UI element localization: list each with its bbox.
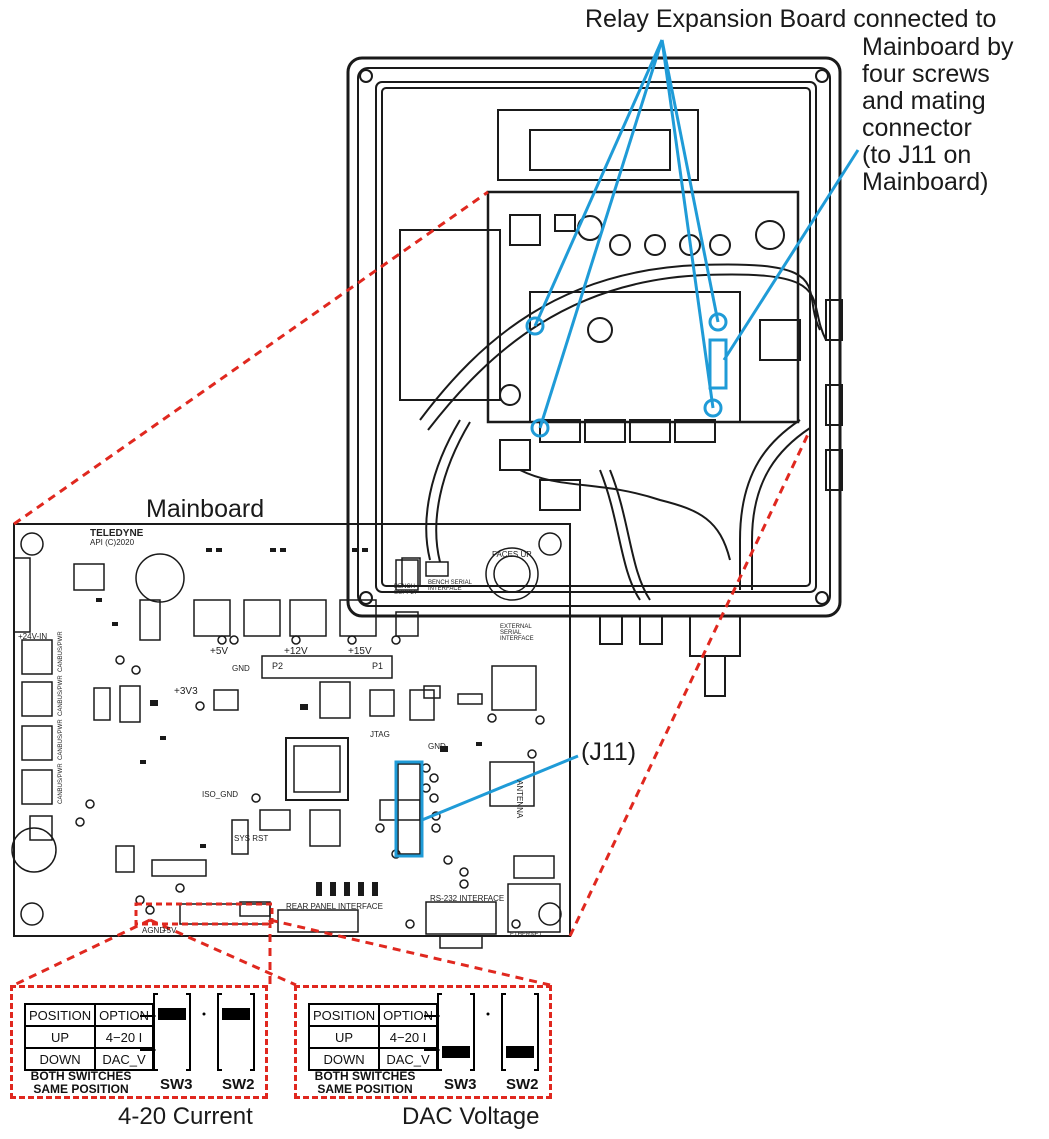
caption-4-20-current: 4-20 Current <box>118 1103 253 1130</box>
canbus-label-3: CANBUS/PWR <box>58 719 64 760</box>
relay-expansion-callout: Relay Expansion Board connected to <box>585 5 997 33</box>
switch-note-voltage: BOTH SWITCHES SAME POSITION <box>314 1069 416 1096</box>
bench-supply-label: BENCH SUPPLY <box>394 584 418 596</box>
rail-5v-label: +5V <box>210 646 229 657</box>
external-serial-label: EXTERNAL SERIAL INTERFACE <box>500 624 534 642</box>
bench-serial-label: BENCH SERIAL INTERFACE <box>428 580 472 592</box>
sw2-label-current: SW2 <box>222 1076 255 1093</box>
board-brand: TELEDYNE <box>90 528 144 539</box>
row-down-position: DOWN <box>307 1047 381 1071</box>
sw3-label-voltage: SW3 <box>444 1076 477 1093</box>
mainboard-title: Mainboard <box>146 495 265 523</box>
caption-dac-voltage: DAC Voltage <box>402 1103 540 1130</box>
switch-graphic-voltage <box>424 993 539 1071</box>
sys-rst-label: SYS RST <box>234 834 269 843</box>
rail-3v3-label: +3V3 <box>174 686 198 697</box>
antenna-label: ANTENNA <box>515 780 524 819</box>
callout-lines <box>394 39 860 858</box>
mainboard-drawing <box>11 523 571 949</box>
gnd-right-label: GND <box>428 742 446 751</box>
rail-12v-label: +12V <box>284 646 308 657</box>
row-down-position: DOWN <box>23 1047 97 1071</box>
enclosure-drawing <box>346 56 843 697</box>
header-position: POSITION <box>307 1003 381 1027</box>
sw3-handle-up <box>158 1008 186 1020</box>
rs232-label: RS-232 INTERFACE <box>430 894 505 903</box>
row-up-option: 4−20 I <box>378 1025 438 1049</box>
canbus-label-4: CANBUS/PWR <box>58 763 64 804</box>
rail-15v-label: +15V <box>348 646 372 657</box>
canbus-label-1: CANBUS/PWR <box>58 631 64 672</box>
sw2-handle-up <box>222 1008 250 1020</box>
gnd-label: GND <box>232 664 250 673</box>
jtag-label: JTAG <box>370 730 390 739</box>
header-position: POSITION <box>23 1003 97 1027</box>
faces-up-label: FACES UP <box>492 550 532 559</box>
power-in-label: +24V-IN <box>18 632 48 641</box>
sw2-handle-down <box>506 1046 534 1058</box>
switch-panel-voltage <box>294 985 552 1099</box>
canbus-label-2: CANBUS/PWR <box>58 675 64 716</box>
board-brand-sub: API (C)2020 <box>90 538 135 547</box>
switch-note-current: BOTH SWITCHES SAME POSITION <box>30 1069 132 1096</box>
header-option: OPTION <box>378 1003 438 1027</box>
sw3-handle-down <box>442 1046 470 1058</box>
p2-label: P2 <box>272 661 284 671</box>
row-up-position: UP <box>23 1025 97 1049</box>
plus5v-bottom-label: +5V <box>162 926 177 935</box>
relay-expansion-callout-detail: Mainboard by four screws and mating conn… <box>862 33 1014 196</box>
j11-label: (J11) <box>581 738 637 766</box>
sw2-label-voltage: SW2 <box>506 1076 539 1093</box>
row-up-position: UP <box>307 1025 381 1049</box>
agnd-label: AGND <box>142 926 166 935</box>
sw3-label-current: SW3 <box>160 1076 193 1093</box>
ethernet-label: ETHERNET <box>510 932 543 938</box>
iso-gnd-label: ISO_GND <box>202 790 239 799</box>
zoom-lines <box>13 190 812 987</box>
switch-panel-current <box>10 985 268 1099</box>
switch-graphic-current <box>140 993 255 1071</box>
row-up-option: 4−20 I <box>94 1025 154 1049</box>
p1-label: P1 <box>372 661 384 671</box>
rear-panel-label: REAR PANEL INTERFACE <box>286 902 383 911</box>
